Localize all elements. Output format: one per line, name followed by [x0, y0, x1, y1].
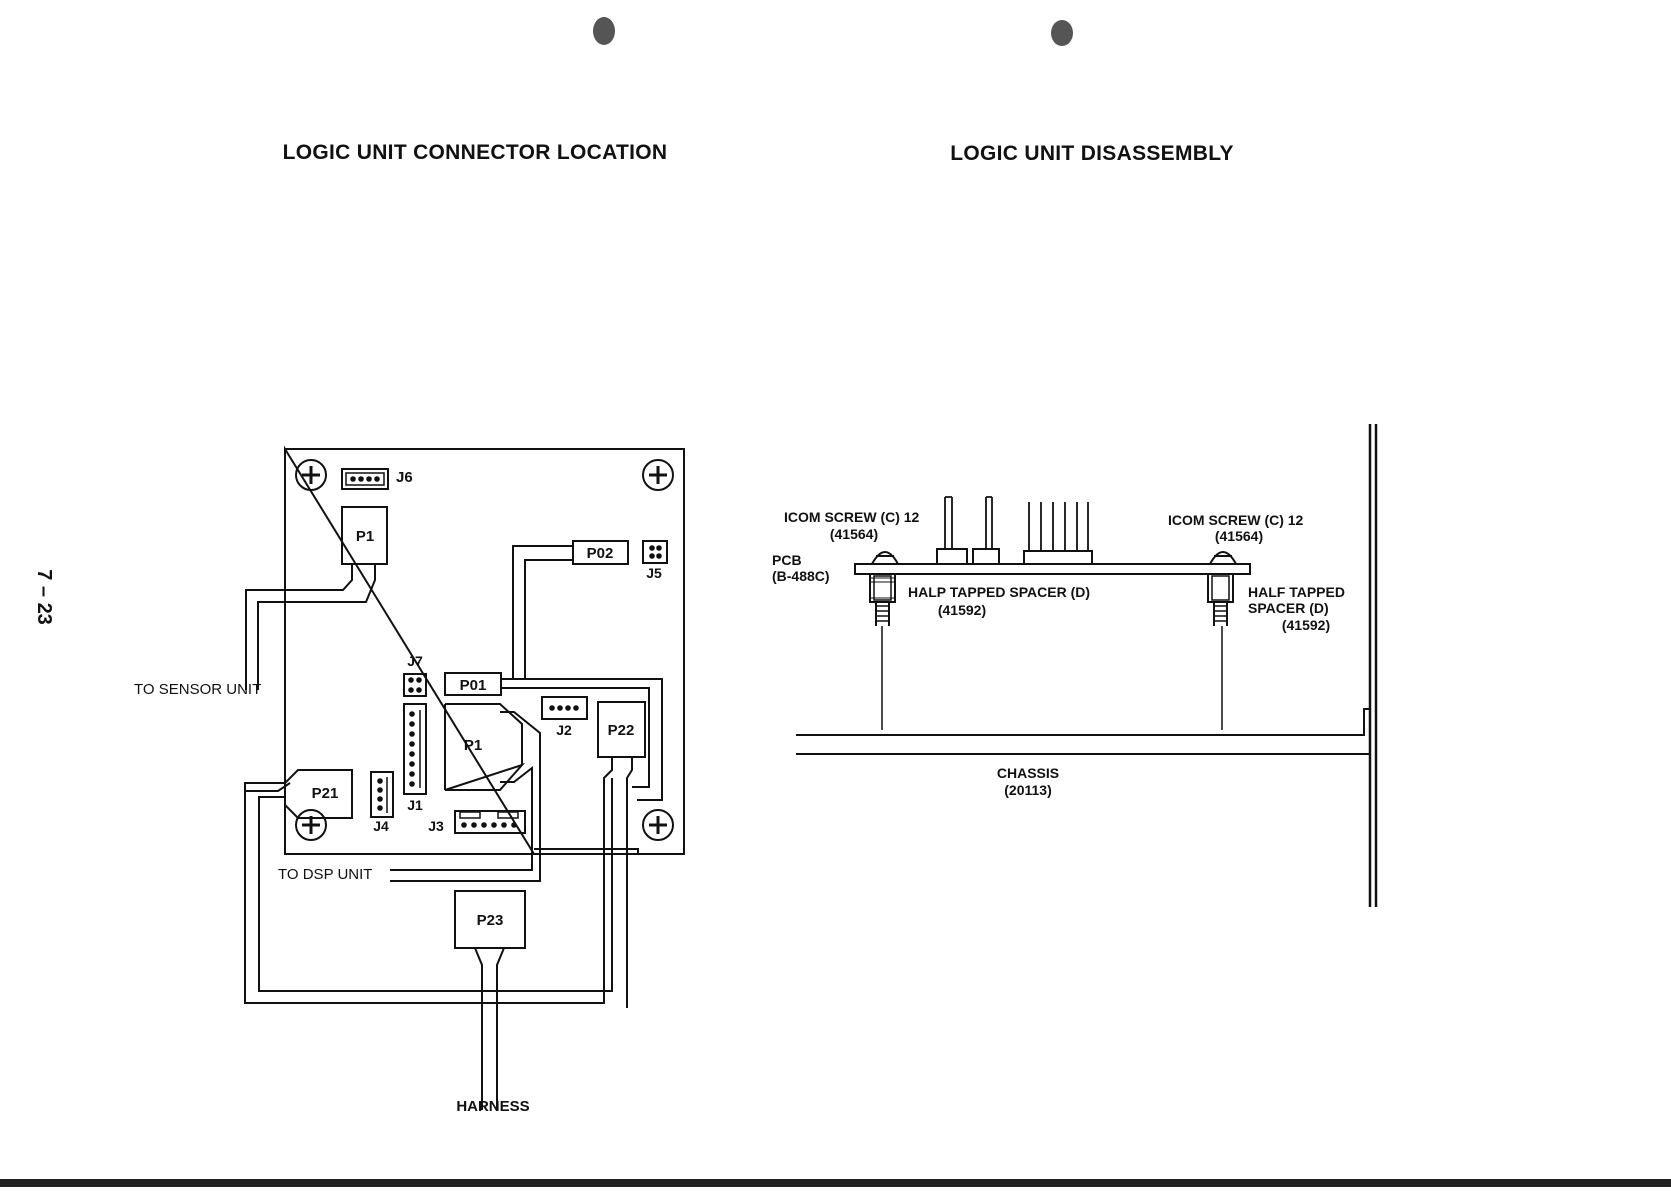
label-j4: J4	[373, 818, 389, 834]
title-disassembly: LOGIC UNIT DISASSEMBLY	[950, 142, 1234, 165]
connector-labels: J6 P1 P02 J5 J7 P01 P1 J2 P22 P21 J4 J1 …	[134, 469, 662, 1115]
label-p1-top: P1	[356, 528, 374, 545]
label-screw-right-part: (41564)	[1215, 528, 1263, 544]
pcb-component	[1024, 551, 1092, 564]
pcb-board	[855, 564, 1250, 574]
label-pcb-part: (B-488C)	[772, 568, 830, 584]
label-j3: J3	[428, 818, 444, 834]
label-j1: J1	[407, 797, 423, 813]
label-p01: P01	[460, 677, 487, 694]
label-screw-right: ICOM SCREW (C) 12	[1168, 512, 1304, 528]
label-p1-center: P1	[464, 737, 482, 754]
mounting-screw	[643, 460, 673, 490]
page-number: 7 – 23	[33, 569, 55, 625]
label-spacer-left: HALP TAPPED SPACER (D)	[908, 584, 1090, 600]
chassis-wall	[1370, 424, 1376, 907]
punch-hole-mark	[593, 17, 615, 45]
label-j7: J7	[407, 653, 423, 669]
label-to-dsp-unit: TO DSP UNIT	[278, 866, 372, 883]
disassembly-diagram	[796, 424, 1376, 907]
connector-j6	[342, 469, 388, 489]
connector-j1	[404, 704, 426, 794]
punch-hole-mark	[1051, 20, 1073, 46]
label-harness: HARNESS	[456, 1098, 529, 1115]
pcb-component	[973, 549, 999, 564]
label-j6: J6	[396, 469, 413, 486]
harness-cable	[475, 948, 504, 1110]
sensor-cable	[246, 564, 375, 690]
label-spacer-right-1: HALF TAPPED	[1248, 584, 1345, 600]
label-chassis: CHASSIS	[997, 765, 1059, 781]
label-p23: P23	[477, 912, 504, 929]
connector-j2	[542, 697, 587, 719]
label-p02: P02	[587, 545, 614, 562]
logic-board-outline	[285, 449, 684, 854]
scan-edge	[0, 1179, 1671, 1187]
screw-right	[1210, 552, 1236, 564]
label-screw-left: ICOM SCREW (C) 12	[784, 509, 920, 525]
title-connector-location: LOGIC UNIT CONNECTOR LOCATION	[283, 141, 668, 164]
label-spacer-right-part: (41592)	[1282, 617, 1330, 633]
label-p21: P21	[312, 785, 339, 802]
screw-left	[872, 552, 898, 564]
label-j5: J5	[646, 565, 662, 581]
connector-j4	[371, 772, 393, 817]
mounting-screw	[296, 810, 326, 840]
label-p22: P22	[608, 722, 635, 739]
connector-p1-center	[445, 704, 522, 790]
connector-j7	[404, 674, 426, 696]
label-screw-left-part: (41564)	[830, 526, 878, 542]
label-j2: J2	[556, 722, 572, 738]
pcb-component	[937, 549, 967, 564]
label-to-sensor-unit: TO SENSOR UNIT	[134, 681, 261, 698]
connector-location-diagram	[245, 449, 684, 1110]
label-chassis-part: (20113)	[1004, 782, 1051, 798]
label-pcb: PCB	[772, 552, 802, 568]
connector-j5	[643, 541, 667, 563]
mounting-screw	[643, 810, 673, 840]
logic-board	[285, 449, 684, 854]
p02-cable	[513, 546, 573, 679]
label-spacer-right-2: SPACER (D)	[1248, 600, 1329, 616]
label-spacer-left-part: (41592)	[938, 602, 986, 618]
